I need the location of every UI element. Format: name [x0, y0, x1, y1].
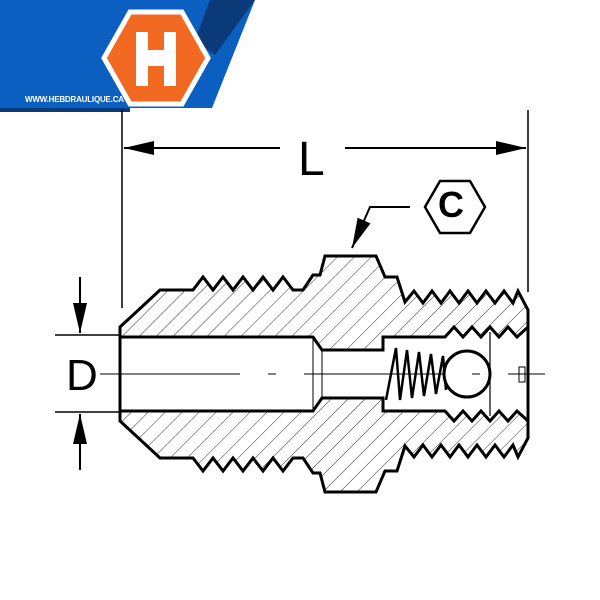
- spring-icon: [384, 347, 448, 401]
- logo: [0, 0, 255, 112]
- hex-size-label: C: [438, 184, 464, 225]
- hex-leader-line: [351, 206, 410, 249]
- diameter-label: D: [66, 351, 98, 400]
- logo-url: WWW.HEBDRAULIQUE.CA: [25, 95, 124, 104]
- hex-callout-icon: [423, 179, 487, 235]
- length-label: L: [298, 133, 325, 186]
- ball-icon: [442, 349, 492, 399]
